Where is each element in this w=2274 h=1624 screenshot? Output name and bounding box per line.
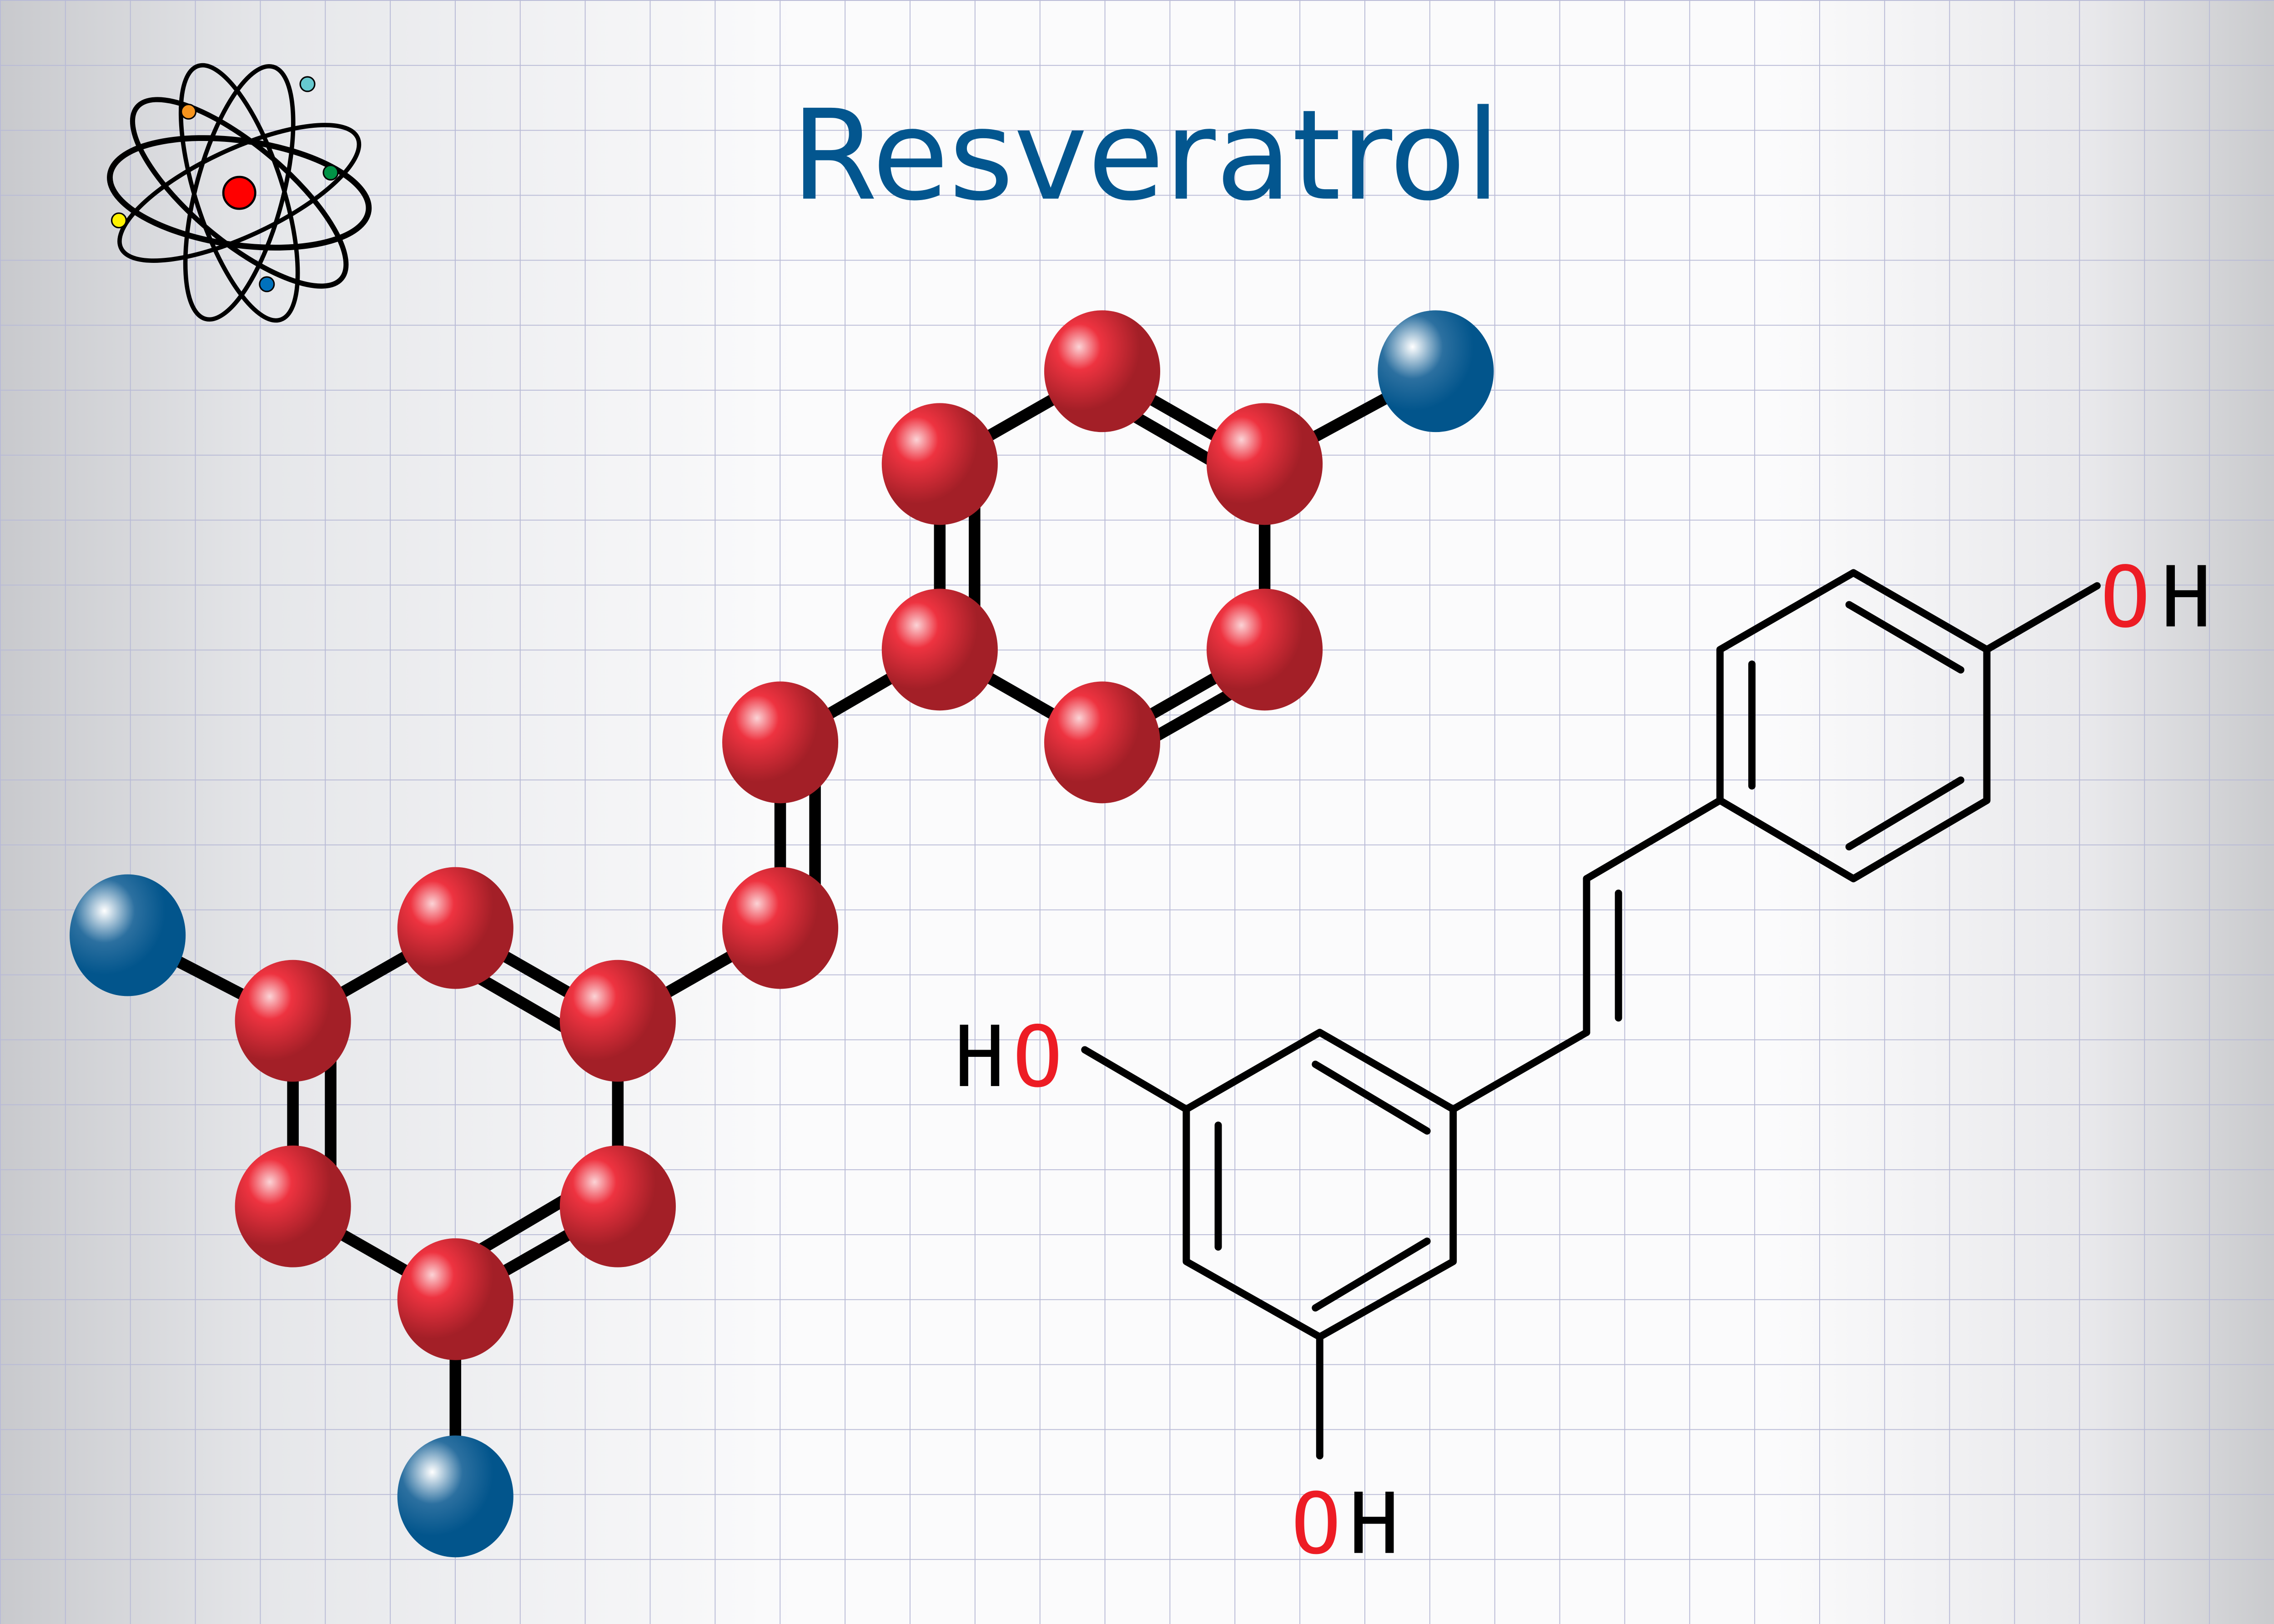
carbon-atom	[722, 867, 839, 989]
electron-green-icon	[322, 164, 339, 181]
oxygen-label: O	[1291, 1475, 1341, 1573]
carbon-atom	[1207, 403, 1323, 525]
electron-yellow-icon	[111, 212, 127, 229]
page-title: Resveratrol	[791, 83, 1500, 228]
carbon-atom	[235, 960, 351, 1082]
oh-label-bottom: O H	[1291, 1475, 1399, 1573]
skeletal-bonds	[1081, 569, 2101, 1460]
hydrogen-label: H	[2161, 548, 2211, 646]
carbon-atom	[881, 588, 998, 711]
nucleus-icon	[222, 176, 257, 210]
carbon-atom	[235, 1145, 351, 1267]
carbon-atom	[559, 1145, 676, 1267]
oh-label-top-right: O H	[2100, 548, 2211, 646]
hydrogen-label: H	[954, 1008, 1005, 1106]
oxygen-label: O	[1012, 1008, 1063, 1106]
carbon-atom	[559, 960, 676, 1082]
electron-cyan-icon	[299, 76, 316, 92]
oxygen-atoms	[70, 310, 1494, 1558]
oxygen-atom	[70, 874, 186, 996]
carbon-atom	[397, 1238, 513, 1360]
atom-icon	[107, 63, 372, 323]
skeletal-formula: O H H O O H	[954, 548, 2211, 1573]
oxygen-atom	[397, 1435, 513, 1558]
ball-and-stick-model	[70, 310, 1494, 1558]
carbon-atom	[1207, 588, 1323, 711]
hydrogen-label: H	[1349, 1475, 1399, 1573]
electron-orange-icon	[181, 103, 197, 120]
ho-label-left: H O	[954, 1008, 1063, 1106]
carbon-atom	[722, 681, 839, 804]
carbon-atom	[1044, 681, 1161, 804]
oxygen-atom	[1378, 310, 1494, 432]
carbon-atom	[881, 403, 998, 525]
carbon-atoms	[235, 310, 1323, 1360]
oxygen-label: O	[2100, 548, 2150, 646]
electron-blue-icon	[259, 276, 275, 292]
carbon-atom	[1044, 310, 1161, 432]
carbon-atom	[397, 867, 513, 989]
